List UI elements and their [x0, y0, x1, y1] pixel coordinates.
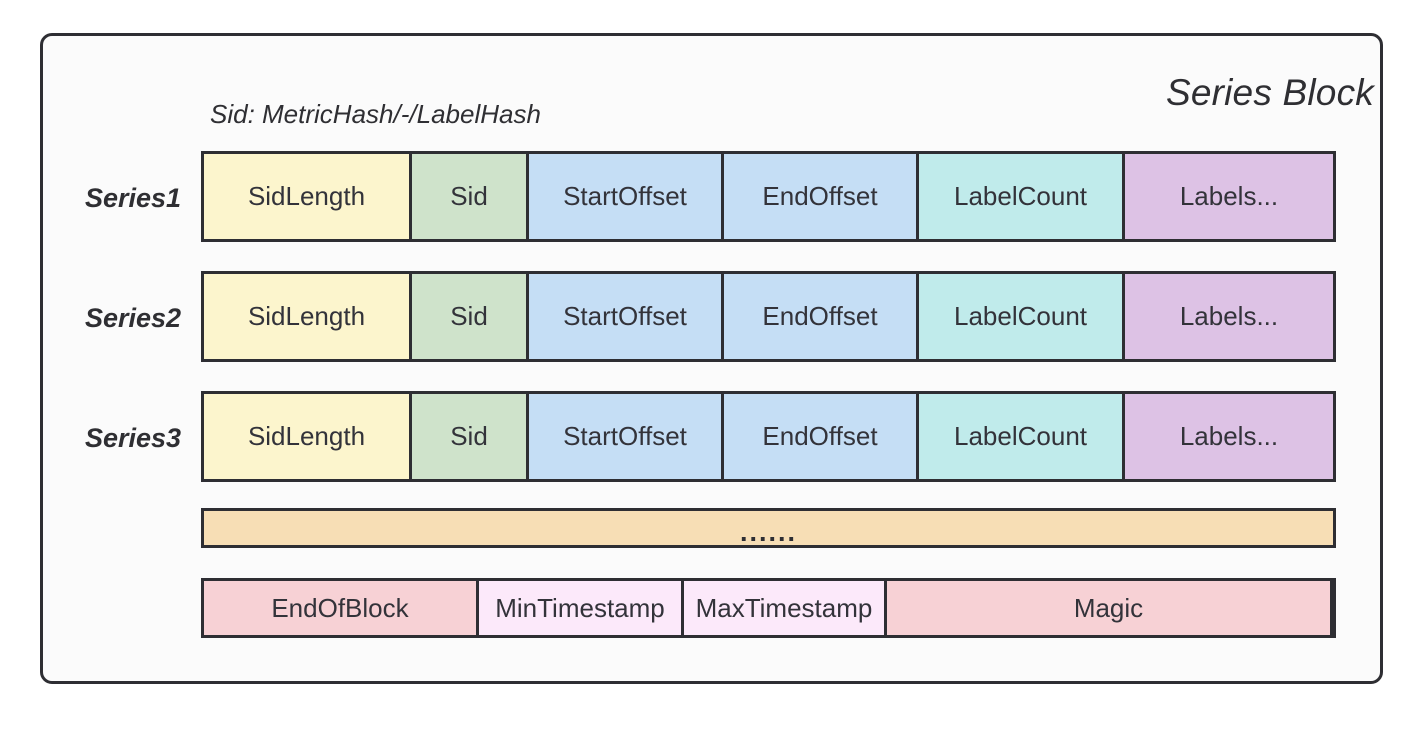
row-label-series2: Series2 — [84, 303, 182, 333]
cell-mintimestamp: MinTimestamp — [479, 581, 684, 635]
cell-startoffset: StartOffset — [529, 274, 724, 359]
cell-labels: Labels... — [1125, 274, 1333, 359]
cell-magic: Magic — [887, 581, 1330, 635]
row-label-series3: Series3 — [84, 423, 182, 453]
ellipsis-text: ...... — [739, 516, 797, 547]
cell-endoffset: EndOffset — [724, 274, 919, 359]
series-row: SidLength Sid StartOffset EndOffset Labe… — [201, 151, 1336, 242]
cell-labelcount: LabelCount — [919, 154, 1125, 239]
page-title: Series Block — [1165, 72, 1374, 113]
row-label-series1: Series1 — [84, 183, 182, 213]
cell-labels: Labels... — [1125, 154, 1333, 239]
cell-startoffset: StartOffset — [529, 394, 724, 479]
series-row: SidLength Sid StartOffset EndOffset Labe… — [201, 271, 1336, 362]
sid-format-note: Sid: MetricHash/-/LabelHash — [210, 99, 541, 129]
cell-sid: Sid — [412, 274, 529, 359]
series-row: SidLength Sid StartOffset EndOffset Labe… — [201, 391, 1336, 482]
continuation-row: ...... — [201, 508, 1336, 548]
cell-labelcount: LabelCount — [919, 274, 1125, 359]
cell-startoffset: StartOffset — [529, 154, 724, 239]
block-footer-row: EndOfBlock MinTimestamp MaxTimestamp Mag… — [201, 578, 1336, 638]
cell-sid: Sid — [412, 394, 529, 479]
cell-sidlength: SidLength — [204, 274, 412, 359]
cell-endoffset: EndOffset — [724, 394, 919, 479]
cell-labelcount: LabelCount — [919, 394, 1125, 479]
cell-labels: Labels... — [1125, 394, 1333, 479]
cell-sid: Sid — [412, 154, 529, 239]
cell-endoffset: EndOffset — [724, 154, 919, 239]
cell-sidlength: SidLength — [204, 394, 412, 479]
cell-maxtimestamp: MaxTimestamp — [684, 581, 887, 635]
cell-endofblock: EndOfBlock — [204, 581, 479, 635]
cell-sidlength: SidLength — [204, 154, 412, 239]
